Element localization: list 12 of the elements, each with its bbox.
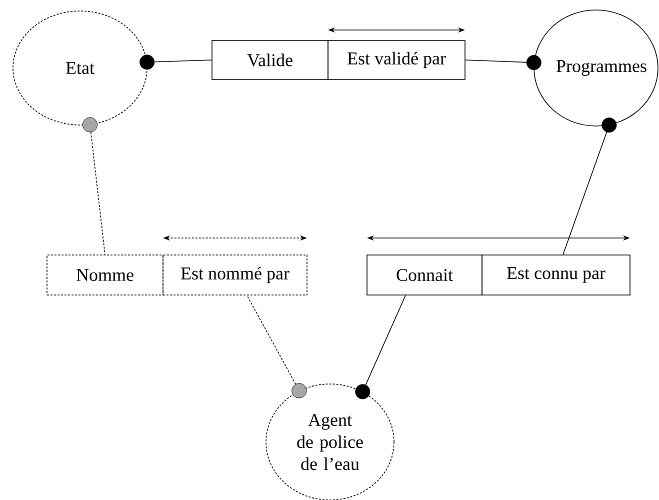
- connector-line: [355, 295, 406, 400]
- role-box: Est validé par: [328, 40, 466, 80]
- connector-line: [562, 118, 617, 255]
- role-box: Valide: [212, 40, 328, 80]
- role-box: Est connu par: [482, 254, 630, 296]
- connector-line: [82, 117, 106, 255]
- role-box: Connait: [366, 254, 482, 296]
- connector-line: [246, 295, 307, 398]
- role-box: Est nommé par: [162, 254, 308, 296]
- role-box: Nomme: [46, 254, 164, 296]
- connector-line: [140, 54, 212, 70]
- connector-line: [465, 55, 542, 70]
